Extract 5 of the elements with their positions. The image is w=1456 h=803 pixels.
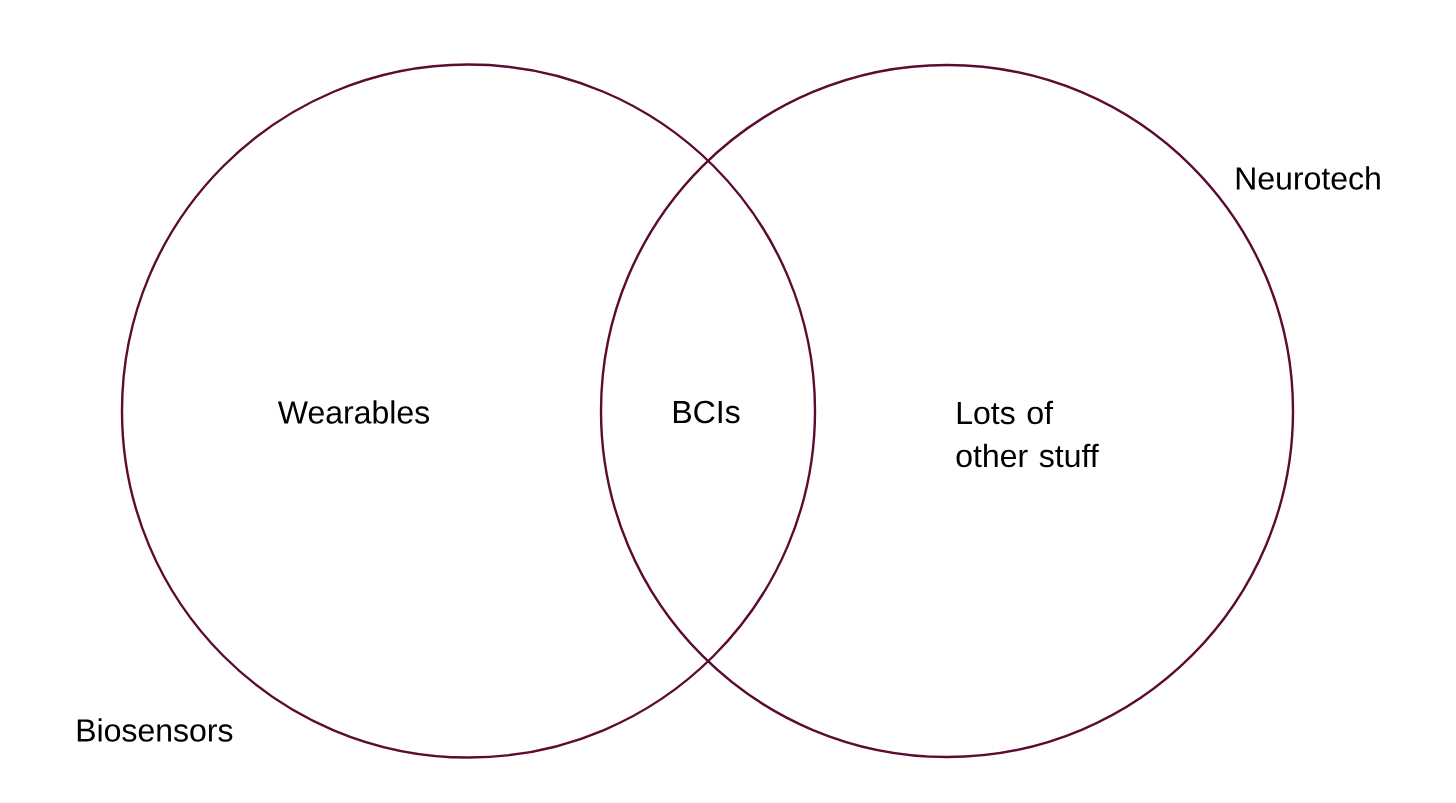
set-label: Biosensors bbox=[77, 718, 233, 742]
region-label: Wearables bbox=[277, 400, 429, 424]
region-label: BCIs bbox=[673, 400, 740, 424]
set-label: Neurotech bbox=[1236, 166, 1380, 190]
region-label: Lots of other stuff bbox=[956, 400, 1099, 468]
